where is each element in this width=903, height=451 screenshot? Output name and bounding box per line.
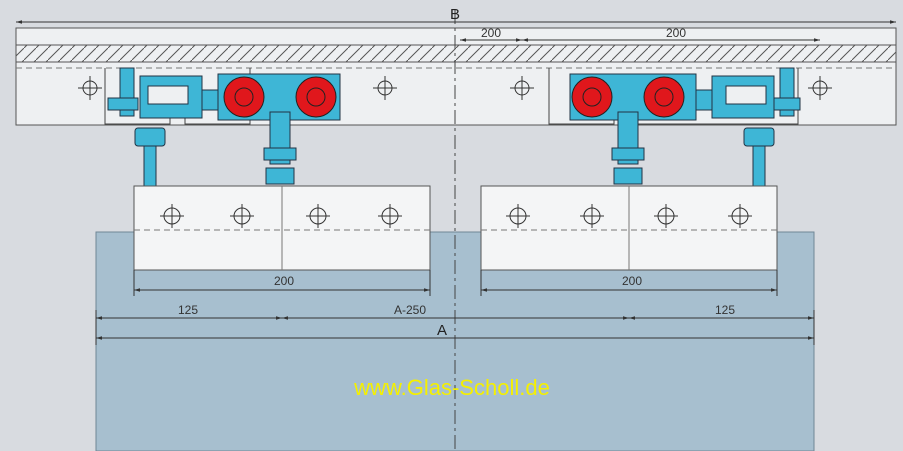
watermark-text: www.Glas-Scholl.de bbox=[353, 375, 550, 400]
mount-hole-icons bbox=[78, 76, 832, 100]
dim-track-offset: 200 bbox=[481, 26, 501, 40]
dim-total-width: B bbox=[450, 6, 460, 23]
dim-left-carrier: 200 bbox=[274, 274, 294, 288]
dim-right-edge: 125 bbox=[715, 303, 735, 317]
bolt-icons bbox=[160, 204, 752, 228]
dimension-lines bbox=[16, 20, 896, 345]
dim-middle: A-250 bbox=[394, 303, 426, 317]
dim-track-spacing: 200 bbox=[666, 26, 686, 40]
right-trolley bbox=[548, 67, 801, 187]
dim-left-edge: 125 bbox=[178, 303, 198, 317]
left-trolley bbox=[104, 67, 341, 187]
ceiling-hatching bbox=[15, 44, 897, 63]
dim-panel-width: A bbox=[437, 322, 447, 339]
dim-right-carrier: 200 bbox=[622, 274, 642, 288]
